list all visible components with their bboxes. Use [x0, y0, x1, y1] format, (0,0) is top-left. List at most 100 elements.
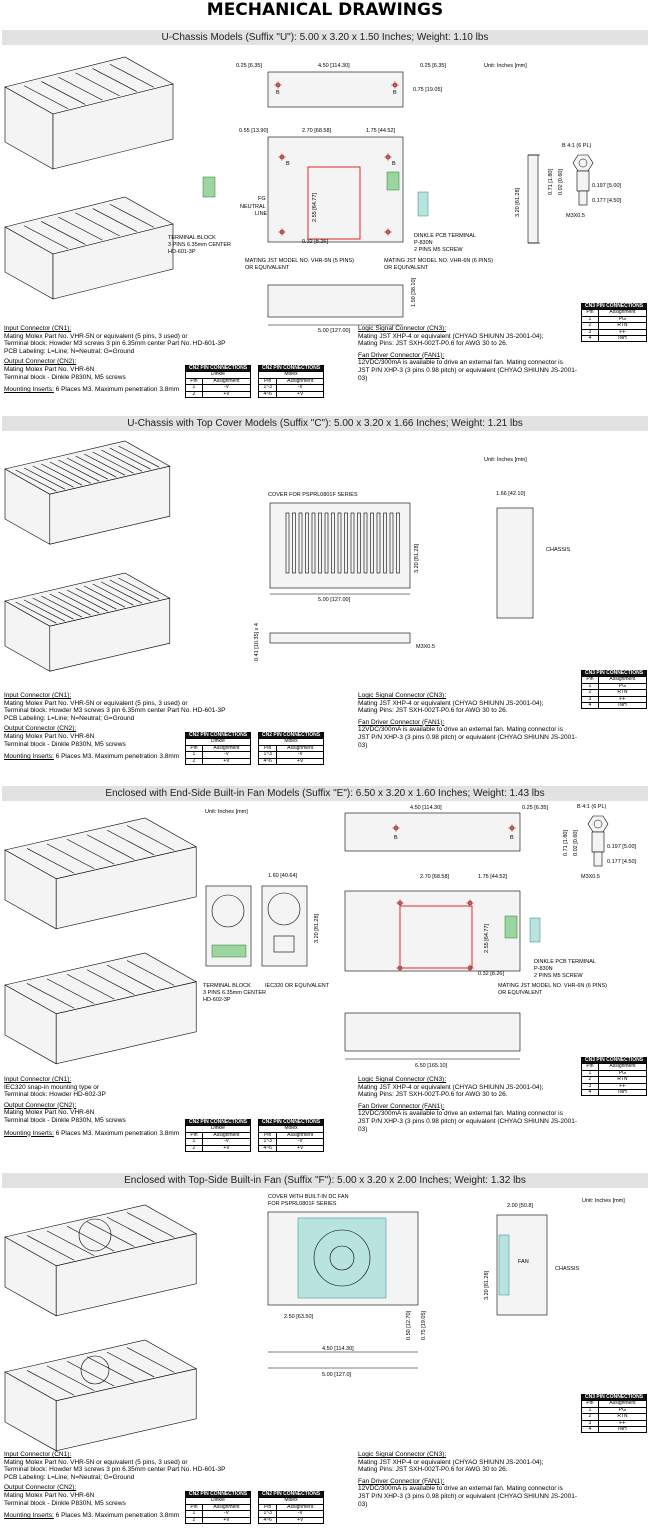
mounting-inserts-value: 6 Places M3. Maximum penetration 3.8mm: [53, 1512, 180, 1520]
logic-connector-line: Mating Pins: JST SXH-002T-P0.6 for AWG 3…: [358, 707, 508, 715]
iec320-inlet-icon: [273, 935, 295, 953]
dim-label: 1.66 [42.10]: [496, 491, 526, 497]
standoff-thread: [578, 190, 588, 206]
fan-side-icon: [498, 1234, 510, 1296]
output-connector-heading: Output Connector (CN2):: [4, 725, 77, 733]
mating-output-equiv: OR EQUIVALENT: [384, 265, 429, 271]
mating-output-label: MATING JST MODEL NO. VHR-6N (6 PINS): [384, 258, 493, 264]
dinkle-screw: 2 PINS M5 SCREW: [414, 247, 463, 253]
col-header: Assignment: [276, 744, 324, 753]
dinkle-part: P-830N: [534, 966, 553, 972]
dinkle-label: DINKLE PCB TERMINAL: [534, 959, 596, 965]
section-heading: U-Chassis with Top Cover Models (Suffix …: [2, 416, 648, 431]
mounting-hole-icon: [466, 899, 474, 907]
vent-slot: [396, 512, 400, 574]
connector-specs-left: Input Connector (CN1):Mating Molex Part …: [4, 325, 254, 394]
table-row: 4~6+V: [257, 1144, 324, 1153]
unit-label: Unit: Inches [mm]: [582, 1198, 625, 1204]
terminal-block-pins: 3 PINS 6.35mm CENTER: [168, 242, 231, 248]
dim-label: 2.50 [63.50]: [284, 1314, 314, 1320]
dim-label: 2.00 [50.8]: [507, 1203, 533, 1209]
logic-connector-line: Mating JST XHP-4 or equivalent (CHYAO SH…: [358, 332, 544, 340]
terminal-block-label: TERMINAL BLOCK: [168, 235, 216, 241]
dim-label: 0.55 [13.90]: [239, 128, 269, 134]
output-connector-line: Terminal block - Dinkle P830N, M5 screws: [4, 740, 126, 748]
vent-slot: [344, 512, 348, 574]
vent-slot: [350, 512, 355, 574]
output-connector-line: Mating Molex Part No. VHR-6N: [4, 1491, 95, 1499]
dim-label: 0.197 [5.00]: [592, 183, 622, 189]
mounting-hole-icon: [466, 964, 474, 972]
col-header: Assignment: [597, 676, 648, 684]
plan-view-outline: [344, 890, 521, 972]
fan-connector-line: JST P/N XHP-3 (3 pins 0.98 pitch) or equ…: [358, 366, 578, 382]
fan-connector-heading: Fan Driver Connector (FAN1):: [358, 718, 445, 726]
logic-connector-icon: [417, 191, 429, 217]
output-connector-heading: Output Connector (CN2):: [4, 1484, 77, 1492]
vent-slot: [357, 512, 361, 574]
table-row: 1~3-V: [257, 751, 324, 759]
isometric-view-bottom: [4, 952, 198, 1065]
vent-slot: [285, 512, 290, 574]
dim-label: 2.70 [68.58]: [420, 874, 450, 880]
input-connector-heading: Input Connector (CN1):: [4, 1076, 72, 1083]
fan-connector-line: JST P/N XHP-3 (3 pins 0.98 pitch) or equ…: [358, 1117, 578, 1133]
pcb-outline: [307, 166, 361, 240]
col-header: Assignment: [201, 744, 252, 753]
mating-input-equiv: OR EQUIVALENT: [245, 265, 290, 271]
bottom-view-outline: [267, 284, 404, 318]
vent-slot: [389, 512, 394, 574]
input-connector-heading: Input Connector (CN1):: [4, 692, 72, 699]
vent-slot: [331, 512, 335, 574]
logic-connector-line: Mating Pins: JST SXH-002T-P0.6 for AWG 3…: [358, 1466, 508, 1474]
dim-label: 4.50 [114.30]: [410, 805, 442, 811]
neutral-label: NEUTRAL: [240, 204, 266, 210]
detail-b-label: B 4:1 (6 PL): [577, 804, 607, 810]
vent-slot: [370, 512, 374, 574]
terminal-block-icon: [211, 944, 247, 958]
fg-label: FG: [258, 196, 266, 202]
connector-specs-right: Logic Signal Connector (CN3):Mating JST …: [358, 692, 580, 749]
detail-b-label: B 4:1 (6 PL): [562, 143, 592, 149]
fan-cover-outline: [297, 1217, 387, 1299]
dim-label: 0.41 [10.35] x 4: [254, 623, 260, 661]
mounting-hole-icon: [384, 228, 392, 236]
side-elevation-outline: [269, 632, 411, 644]
side-view-outline: [527, 154, 539, 244]
mounting-inserts-value: 6 Places M3. Maximum penetration 3.8mm: [53, 386, 180, 394]
dinkle-screw: 2 PINS M5 SCREW: [534, 973, 583, 979]
fan-connector-heading: Fan Driver Connector (FAN1):: [358, 351, 445, 359]
terminal-block-part: HD-601-3P: [168, 249, 196, 255]
connector-specs-left: Input Connector (CN1):Mating Molex Part …: [4, 1451, 254, 1520]
fan-connector-line: 12VDC/300mA is available to drive an ext…: [358, 726, 563, 734]
input-connector-line: PCB Labeling: L=Line; N=Neutral; G=Groun…: [4, 714, 135, 722]
section-heading: Enclosed with Top-Side Built-in Fan (Suf…: [2, 1173, 648, 1188]
logic-connector-icon: [529, 917, 541, 943]
cover-plan-view: [269, 502, 411, 589]
connector-specs-left: Input Connector (CN1):IEC320 snap-in mou…: [4, 1076, 254, 1137]
unit-label: Unit: Inches [mm]: [484, 63, 527, 69]
mounting-hole-icon: [391, 81, 399, 89]
vent-slot: [376, 512, 381, 574]
dim-label: 0.75 [19.05]: [421, 1310, 427, 1340]
logic-connector-heading: Logic Signal Connector (CN3):: [358, 692, 447, 699]
input-connector-line: Terminal block: Howder M3 screws 3 pin 6…: [4, 1466, 226, 1474]
vent-slot: [311, 512, 316, 574]
unit-label: Unit: Inches [mm]: [484, 457, 527, 463]
logic-connector-line: Mating JST XHP-4 or equivalent (CHYAO SH…: [358, 699, 544, 707]
table-caption: CN2 PIN CONNECTIONS: [185, 731, 251, 740]
dim-label: 0.177 [4.50]: [607, 859, 637, 865]
dim-label: 0.25 [6.35]: [236, 63, 262, 69]
mounting-inserts-value: 6 Places M3. Maximum penetration 3.8mm: [53, 1129, 180, 1137]
mounting-inserts-heading: Mounting Inserts:: [4, 1512, 54, 1520]
